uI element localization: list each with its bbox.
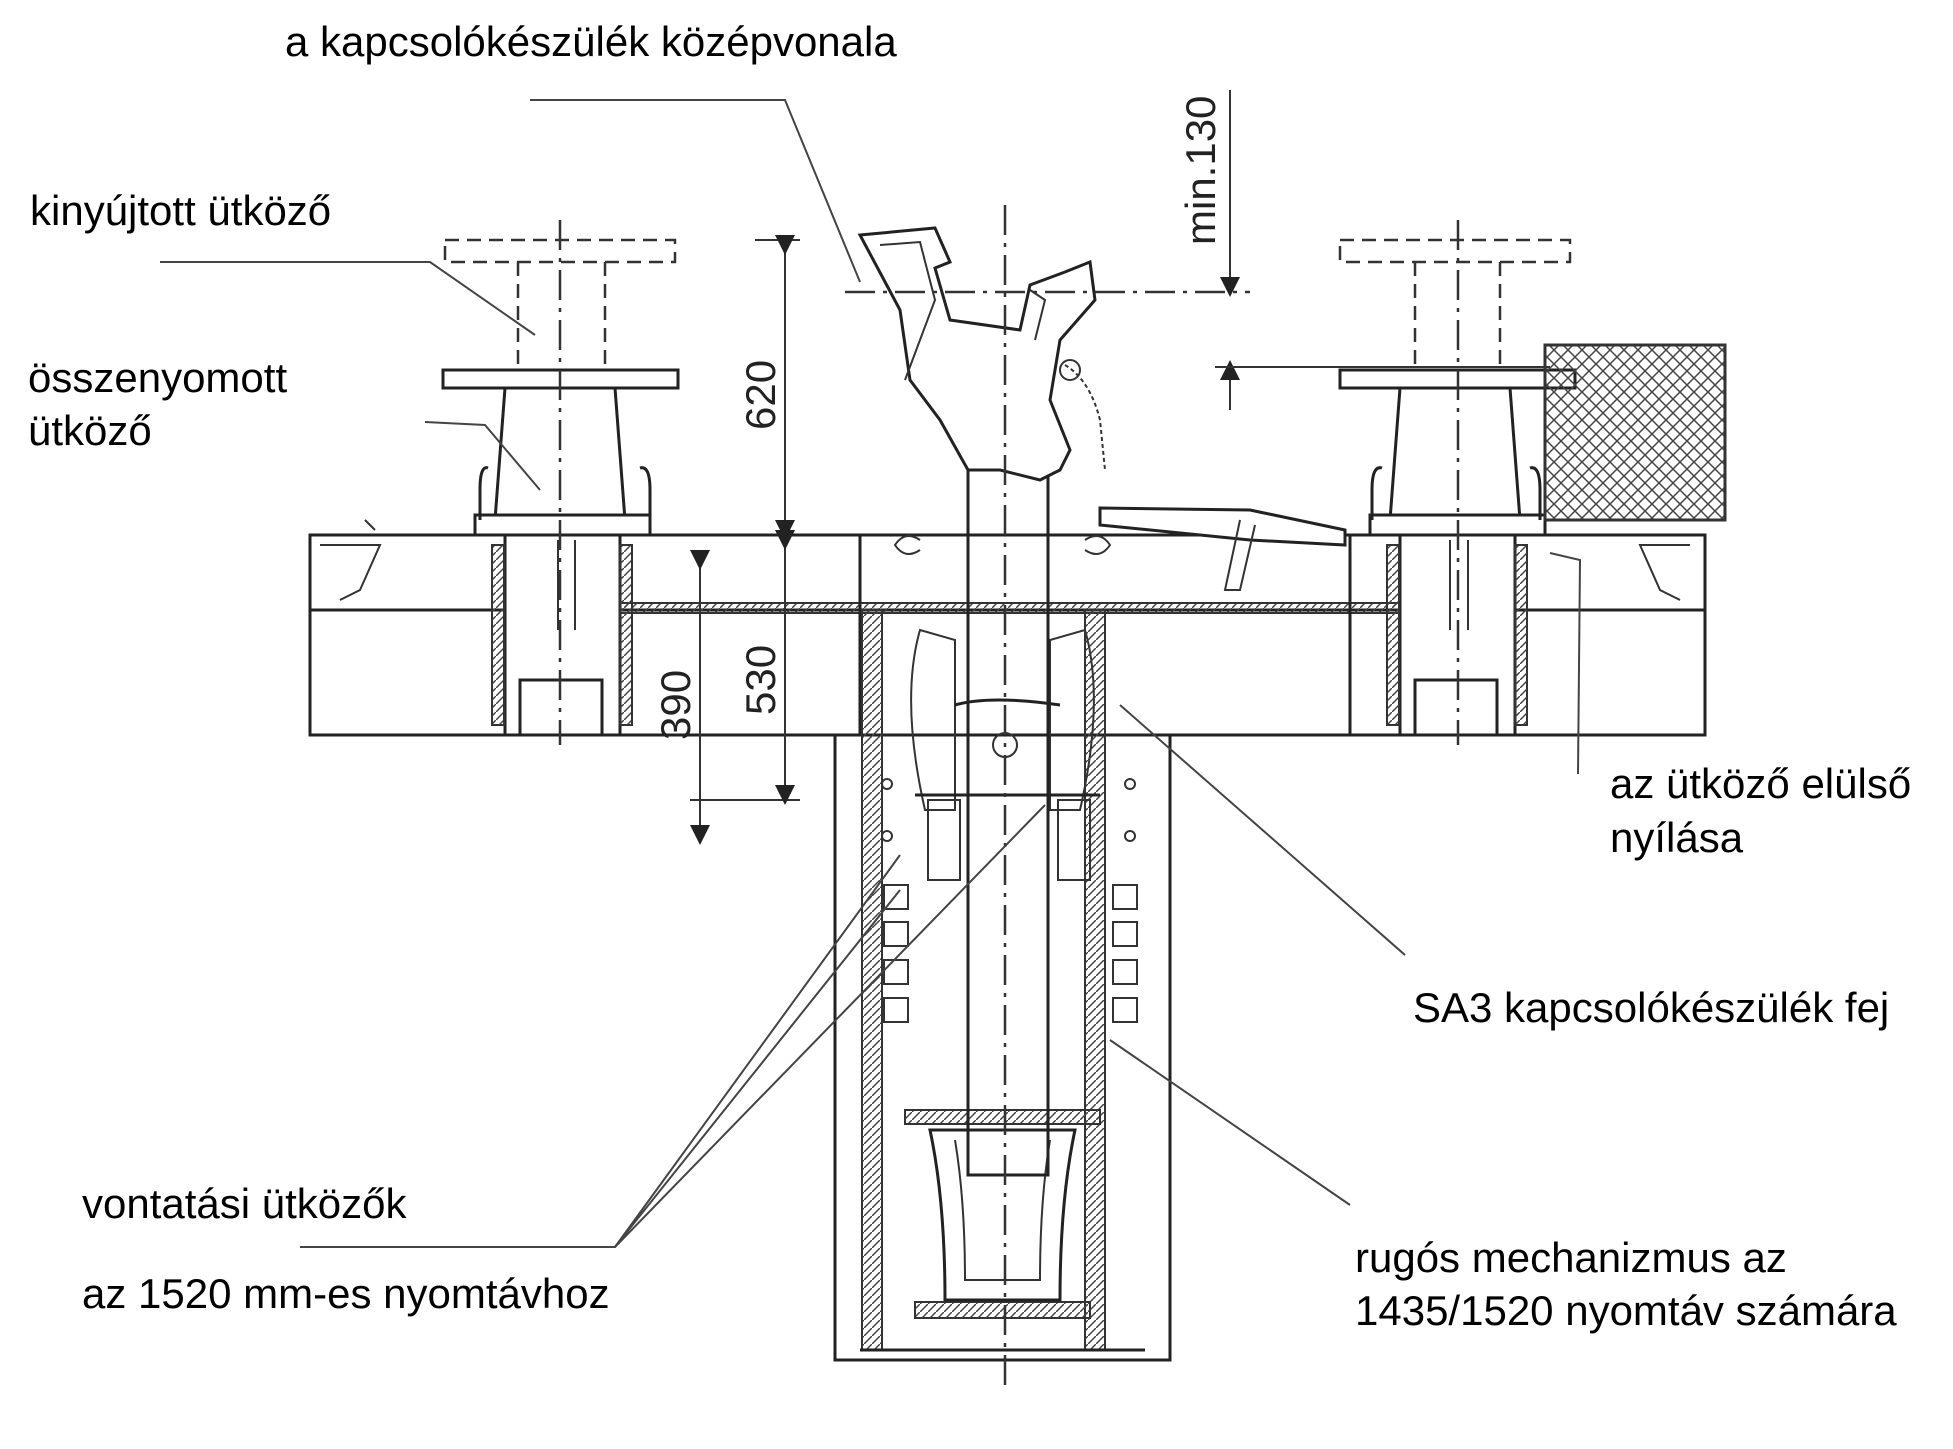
label-coupler-head: SA3 kapcsolókészülék fej: [1413, 984, 1889, 1031]
right-buffer: [1338, 238, 1727, 737]
label-centerline: a kapcsolókészülék középvonala: [285, 18, 897, 65]
dim-390: 390: [652, 670, 699, 740]
label-extended-buffer: kinyújtott ütköző: [30, 187, 331, 234]
dimension-lines: [690, 90, 1550, 845]
dim-620: 620: [737, 360, 784, 430]
uncoupling-lever: [893, 506, 1347, 591]
leader-lines: [160, 99, 1582, 1248]
label-spring-mechanism-1: rugós mechanizmus az: [1355, 1234, 1787, 1281]
label-front-opening-1: az ütköző elülső: [1610, 760, 1911, 807]
sa3-coupler-head: [857, 226, 1106, 482]
centerlines: [558, 205, 1460, 1390]
traction-stop-squares-left: [883, 884, 909, 1023]
label-traction-stops-1: vontatási ütközők: [82, 1180, 408, 1227]
label-compressed-buffer-1: összenyomott: [28, 354, 287, 401]
label-traction-stops-2: az 1520 mm-es nyomtávhoz: [82, 1270, 610, 1317]
label-compressed-buffer-2: ütköző: [28, 407, 152, 454]
dim-530: 530: [737, 645, 784, 715]
label-spring-mechanism-2: 1435/1520 nyomtáv számára: [1355, 1287, 1897, 1334]
hatched-block: [1543, 343, 1727, 522]
label-front-opening-2: nyílása: [1610, 814, 1744, 861]
draft-gear-housing: [833, 609, 1172, 1362]
traction-stop-squares-right: [1112, 884, 1138, 1023]
dim-min130: min.130: [1177, 96, 1224, 245]
